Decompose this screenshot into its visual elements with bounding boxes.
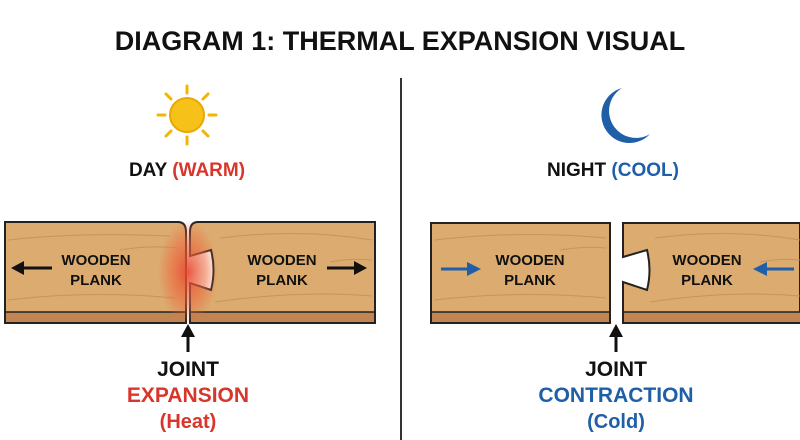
plank-label: WOODEN <box>61 252 130 269</box>
plank-label: WOODEN <box>247 252 316 269</box>
heat-glow <box>158 220 218 324</box>
arrow-left-icon <box>11 261 52 275</box>
cold-label: (Cold) <box>587 411 645 433</box>
day-plank-left <box>4 221 187 324</box>
arrow-up-icon <box>181 324 195 352</box>
moon-icon <box>601 88 650 143</box>
plank-label: WOODEN <box>672 252 741 269</box>
plank-label: PLANK <box>70 272 122 289</box>
diagram-title: DIAGRAM 1: THERMAL EXPANSION VISUAL <box>115 26 686 56</box>
day-heading: DAY (WARM) <box>129 160 245 181</box>
arrow-left-icon <box>753 262 794 276</box>
joint-label: JOINT <box>157 358 219 381</box>
arrow-right-icon <box>327 261 367 275</box>
night-plank-left <box>430 222 611 324</box>
plank-label: PLANK <box>504 272 556 289</box>
plank-label: WOODEN <box>495 252 564 269</box>
night-plank-right <box>622 222 800 324</box>
heat-label: (Heat) <box>160 411 217 433</box>
plank-label: PLANK <box>681 272 733 289</box>
sun-icon <box>156 84 218 146</box>
arrow-right-icon <box>441 262 481 276</box>
arrow-up-icon <box>609 324 623 352</box>
night-heading: NIGHT (COOL) <box>547 160 679 181</box>
joint-label: JOINT <box>585 358 647 381</box>
plank-label: PLANK <box>256 272 308 289</box>
contraction-label: CONTRACTION <box>538 384 693 407</box>
expansion-label: EXPANSION <box>127 384 249 407</box>
